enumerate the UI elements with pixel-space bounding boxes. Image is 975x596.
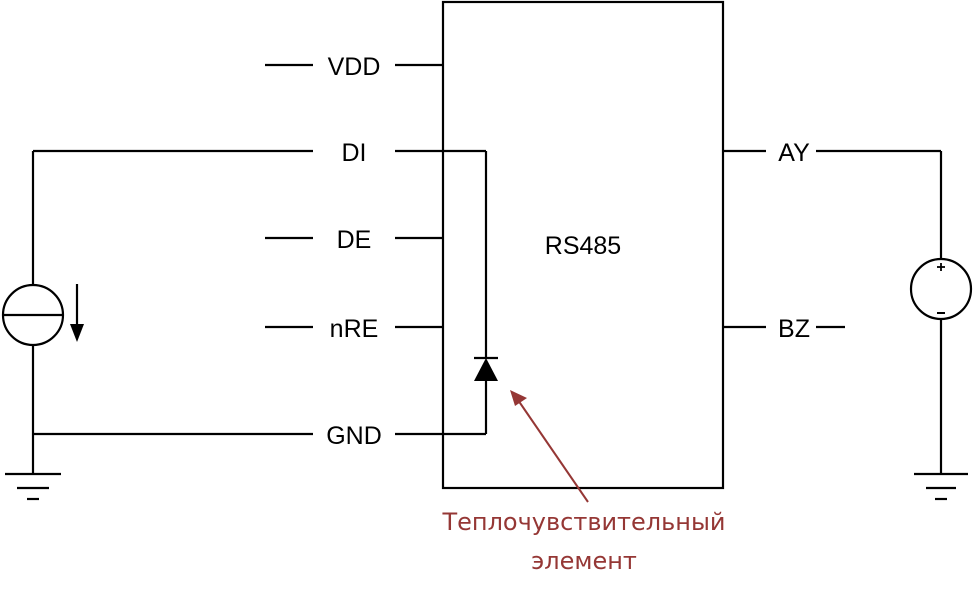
pin-label-vdd: VDD	[328, 53, 381, 81]
thermal-diode	[474, 151, 498, 434]
pin-nre: nRE	[265, 315, 443, 343]
plus-icon	[937, 263, 945, 271]
voltage-source	[909, 151, 973, 474]
pin-ay: AY	[723, 139, 941, 167]
pin-label-gnd: GND	[326, 422, 382, 450]
pin-label-ay: AY	[778, 139, 810, 167]
arrow-down-icon	[70, 324, 84, 342]
current-source	[1, 151, 84, 474]
rs485-chip-body	[441, 0, 725, 490]
annotation-arrow-line	[517, 399, 589, 503]
pin-label-di: DI	[342, 139, 367, 167]
chip-name-label: RS485	[545, 232, 621, 260]
annotation-arrow	[510, 390, 589, 503]
pin-de: DE	[265, 226, 443, 254]
pin-vdd: VDD	[265, 53, 443, 81]
pin-bz: BZ	[723, 315, 845, 343]
annotation-line-2: элемент	[531, 547, 637, 575]
ground-right-icon	[914, 472, 968, 501]
pin-label-nre: nRE	[330, 315, 379, 343]
pin-gnd: GND	[33, 422, 486, 450]
annotation-arrowhead-icon	[510, 390, 527, 406]
diode-triangle-icon	[474, 358, 498, 381]
annotation-line-1: Теплочувствительный	[441, 508, 725, 536]
pin-di: DI	[33, 139, 486, 167]
pin-label-de: DE	[337, 226, 372, 254]
ground-left-icon	[5, 472, 61, 501]
pin-label-bz: BZ	[778, 315, 810, 343]
